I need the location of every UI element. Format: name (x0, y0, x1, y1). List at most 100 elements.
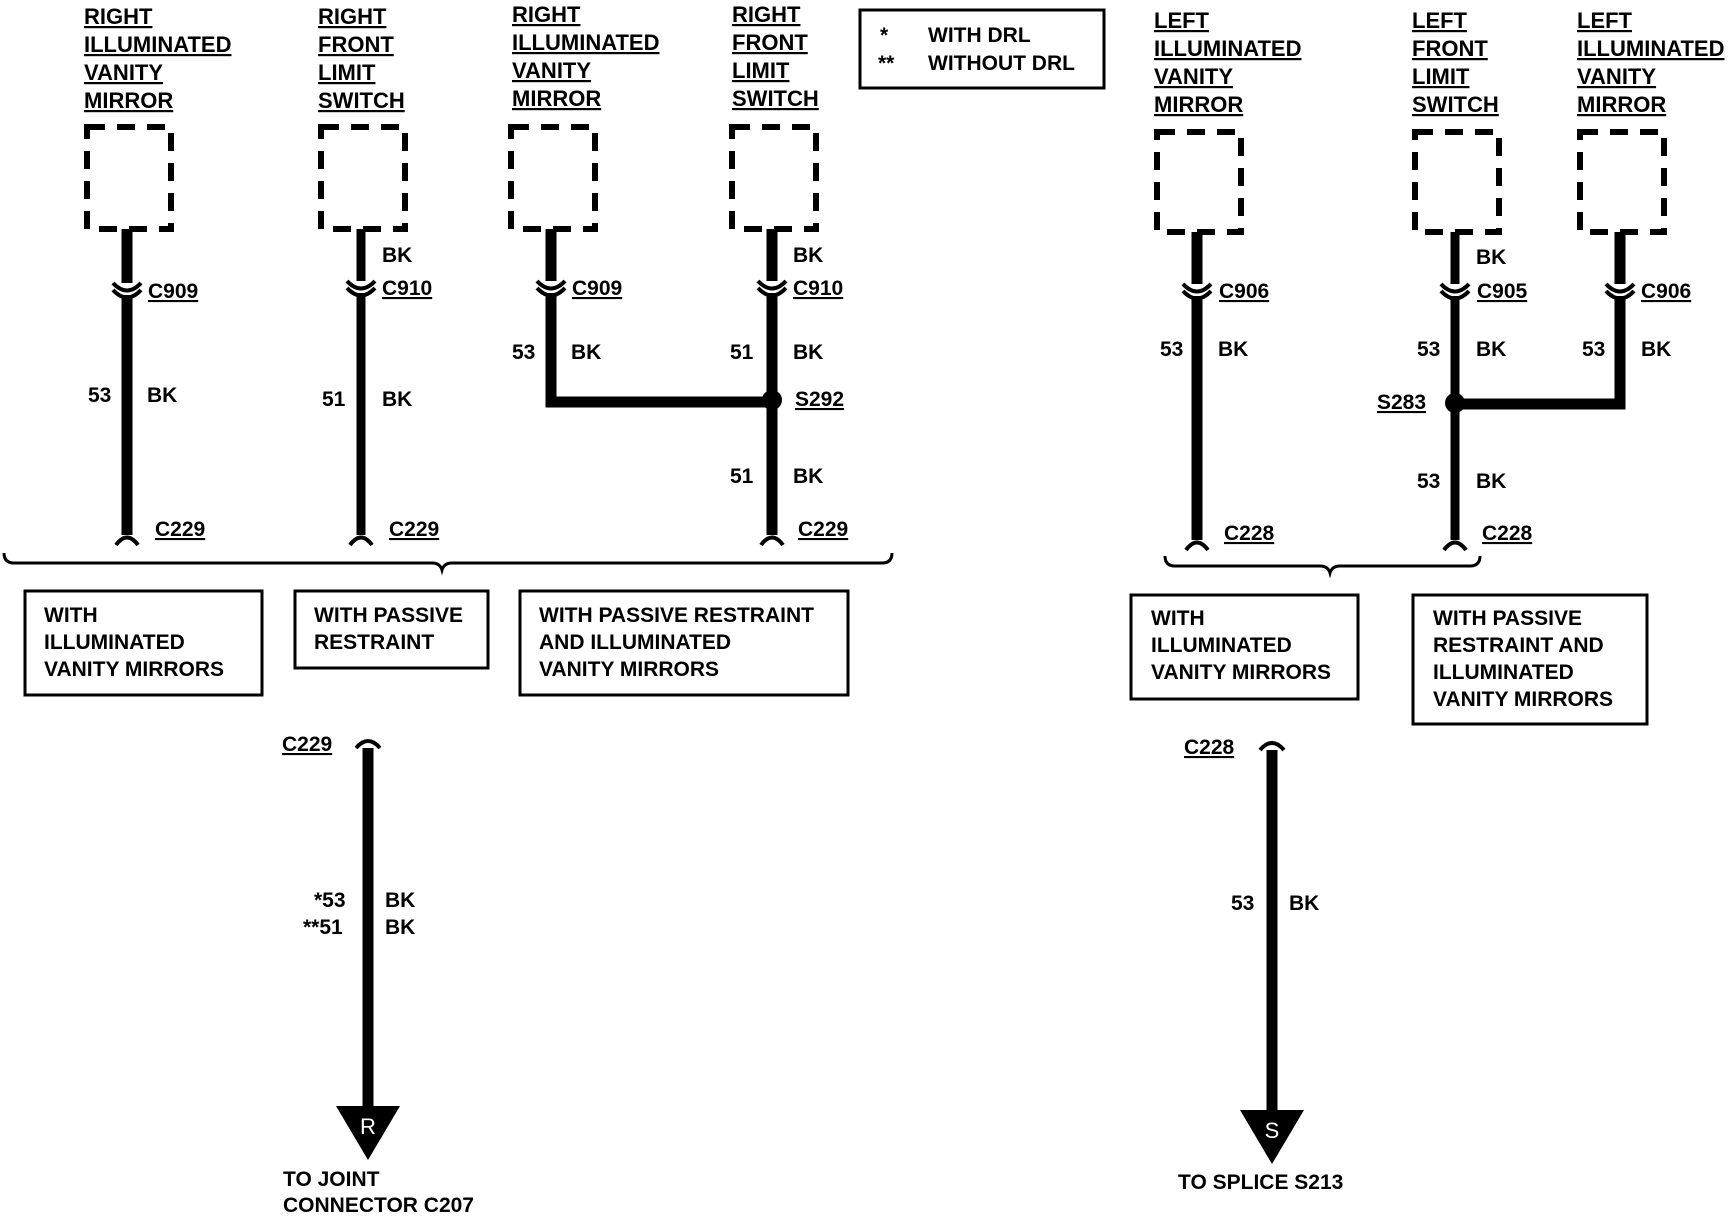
option-braces (2, 552, 1482, 579)
wires-left (1191, 232, 1626, 1112)
connector-c909-label-1: C909 (148, 280, 198, 303)
component-7-line-3: VANITY (1577, 64, 1656, 89)
condition-5-line-1: WITH PASSIVE (1433, 607, 1582, 630)
connector-c229-3-symbol (759, 535, 785, 547)
condition-2-box (293, 589, 490, 670)
wire-1-color: BK (147, 384, 177, 407)
splice-s283-label: S283 (1377, 391, 1426, 414)
component-1-line-3: VANITY (84, 60, 163, 85)
component-boxes (84, 124, 1667, 235)
component-6-line-4: SWITCH (1412, 92, 1499, 117)
wire-6-lower-circuit: 53 (1417, 470, 1440, 493)
wire-r-circuit-nodrl: **51 (303, 916, 343, 939)
condition-3-line-1: WITH PASSIVE RESTRAINT (539, 604, 814, 627)
connector-c910-label-2: C910 (793, 277, 843, 300)
connector-c906-a-symbol (1181, 282, 1213, 294)
connector-c909-a-symbol-2 (111, 288, 143, 300)
component-7-line-4: MIRROR (1577, 92, 1666, 117)
condition-1-box (23, 589, 264, 697)
condition-5-line-3: ILLUMINATED (1433, 661, 1574, 684)
connector-c228-label-run: C228 (1184, 736, 1235, 759)
condition-3-box (518, 589, 850, 697)
condition-3-line-3: VANITY MIRRORS (539, 658, 719, 681)
component-2-line-4: SWITCH (318, 88, 405, 113)
component-6-box (1412, 129, 1502, 235)
component-headers: RIGHT ILLUMINATED VANITY MIRROR RIGHT FR… (84, 2, 1724, 117)
connector-c905-symbol (1439, 282, 1471, 294)
splice-s292-label: S292 (795, 388, 844, 411)
connector-c910-a-symbol-2 (345, 286, 377, 298)
connector-c909-b-symbol (535, 279, 567, 291)
component-1-line-2: ILLUMINATED (84, 32, 231, 57)
component-7-line-2: ILLUMINATED (1577, 36, 1724, 61)
connector-c910-b-symbol (756, 279, 788, 291)
condition-4-line-3: VANITY MIRRORS (1151, 661, 1331, 684)
condition-5-line-2: RESTRAINT AND (1433, 634, 1604, 657)
connector-c905-symbol-2 (1439, 289, 1471, 301)
wire-r-color-nodrl: BK (385, 916, 415, 939)
arrow-s-letter: S (1265, 1118, 1280, 1143)
condition-3-line-2: AND ILLUMINATED (539, 631, 731, 654)
destination-s: S TO SPLICE S213 (1178, 1110, 1343, 1194)
destination-r-line-1: TO JOINT (283, 1168, 380, 1191)
condition-4-box (1129, 593, 1360, 701)
brace-right-group (2, 552, 894, 576)
component-4-box (729, 124, 819, 232)
connector-c229-2-symbol (348, 535, 374, 547)
component-7-box (1577, 129, 1667, 235)
connector-c910-b-symbol-2 (756, 286, 788, 298)
connector-c228-label-1: C228 (1224, 522, 1275, 545)
connector-c909-label-2: C909 (572, 277, 622, 300)
wire-4-upper-color: BK (793, 244, 823, 267)
connector-c229-label-1: C229 (155, 518, 205, 541)
wire-5-color: BK (1218, 338, 1248, 361)
component-2-line-2: FRONT (318, 32, 394, 57)
wire-2-upper-color: BK (382, 244, 412, 267)
condition-2-line-1: WITH PASSIVE (314, 604, 463, 627)
wire-6-color: BK (1476, 338, 1506, 361)
wires-right (121, 229, 782, 1112)
component-4-line-3: LIMIT (732, 58, 790, 83)
connector-c229-label-3: C229 (798, 518, 848, 541)
component-3-line-2: ILLUMINATED (512, 30, 659, 55)
connector-c229-1-symbol (114, 535, 140, 547)
component-6-line-3: LIMIT (1412, 64, 1470, 89)
connector-c905-label: C905 (1477, 280, 1528, 303)
connector-c228-1-symbol (1184, 540, 1210, 552)
wire-7-color: BK (1641, 338, 1671, 361)
wire-s-circuit: 53 (1231, 892, 1254, 915)
wire-3-lower (545, 293, 772, 408)
connector-c228-run-symbol (1258, 741, 1286, 752)
wire-6-upper-color: BK (1476, 246, 1506, 269)
legend-text-2: WITHOUT DRL (928, 52, 1075, 75)
condition-1-line-2: ILLUMINATED (44, 631, 185, 654)
wire-labels: 53 BK BK 51 BK 53 BK BK 51 BK 51 BK 53 B… (88, 244, 1671, 939)
connector-c229-label-run: C229 (282, 733, 332, 756)
component-2-line-3: LIMIT (318, 60, 376, 85)
condition-4-line-1: WITH (1151, 607, 1205, 630)
wire-3-color: BK (571, 341, 601, 364)
component-3-box (508, 124, 598, 232)
wire-s-color: BK (1289, 892, 1319, 915)
component-4-line-4: SWITCH (732, 86, 819, 111)
condition-1-line-1: WITH (44, 604, 98, 627)
component-5-box (1154, 129, 1244, 235)
connector-c906-label-1: C906 (1219, 280, 1269, 303)
component-4-line-2: FRONT (732, 30, 808, 55)
connector-c906-a-symbol-2 (1181, 289, 1213, 301)
component-5-line-3: VANITY (1154, 64, 1233, 89)
component-1-line-1: RIGHT (84, 4, 153, 29)
component-6-line-1: LEFT (1412, 8, 1468, 33)
connector-c228-2-symbol (1442, 540, 1468, 552)
destination-r: R TO JOINT CONNECTOR C207 (283, 1106, 474, 1216)
connector-c906-label-2: C906 (1641, 280, 1691, 303)
connector-c906-b-symbol (1604, 282, 1636, 294)
component-1-box (84, 124, 174, 232)
wire-r-circuit-drl: *53 (314, 889, 346, 912)
component-5-line-4: MIRROR (1154, 92, 1243, 117)
component-3-line-4: MIRROR (512, 86, 601, 111)
wire-r-color-drl: BK (385, 889, 415, 912)
splice-labels: S292 S283 (795, 388, 1426, 414)
condition-1-line-3: VANITY MIRRORS (44, 658, 224, 681)
